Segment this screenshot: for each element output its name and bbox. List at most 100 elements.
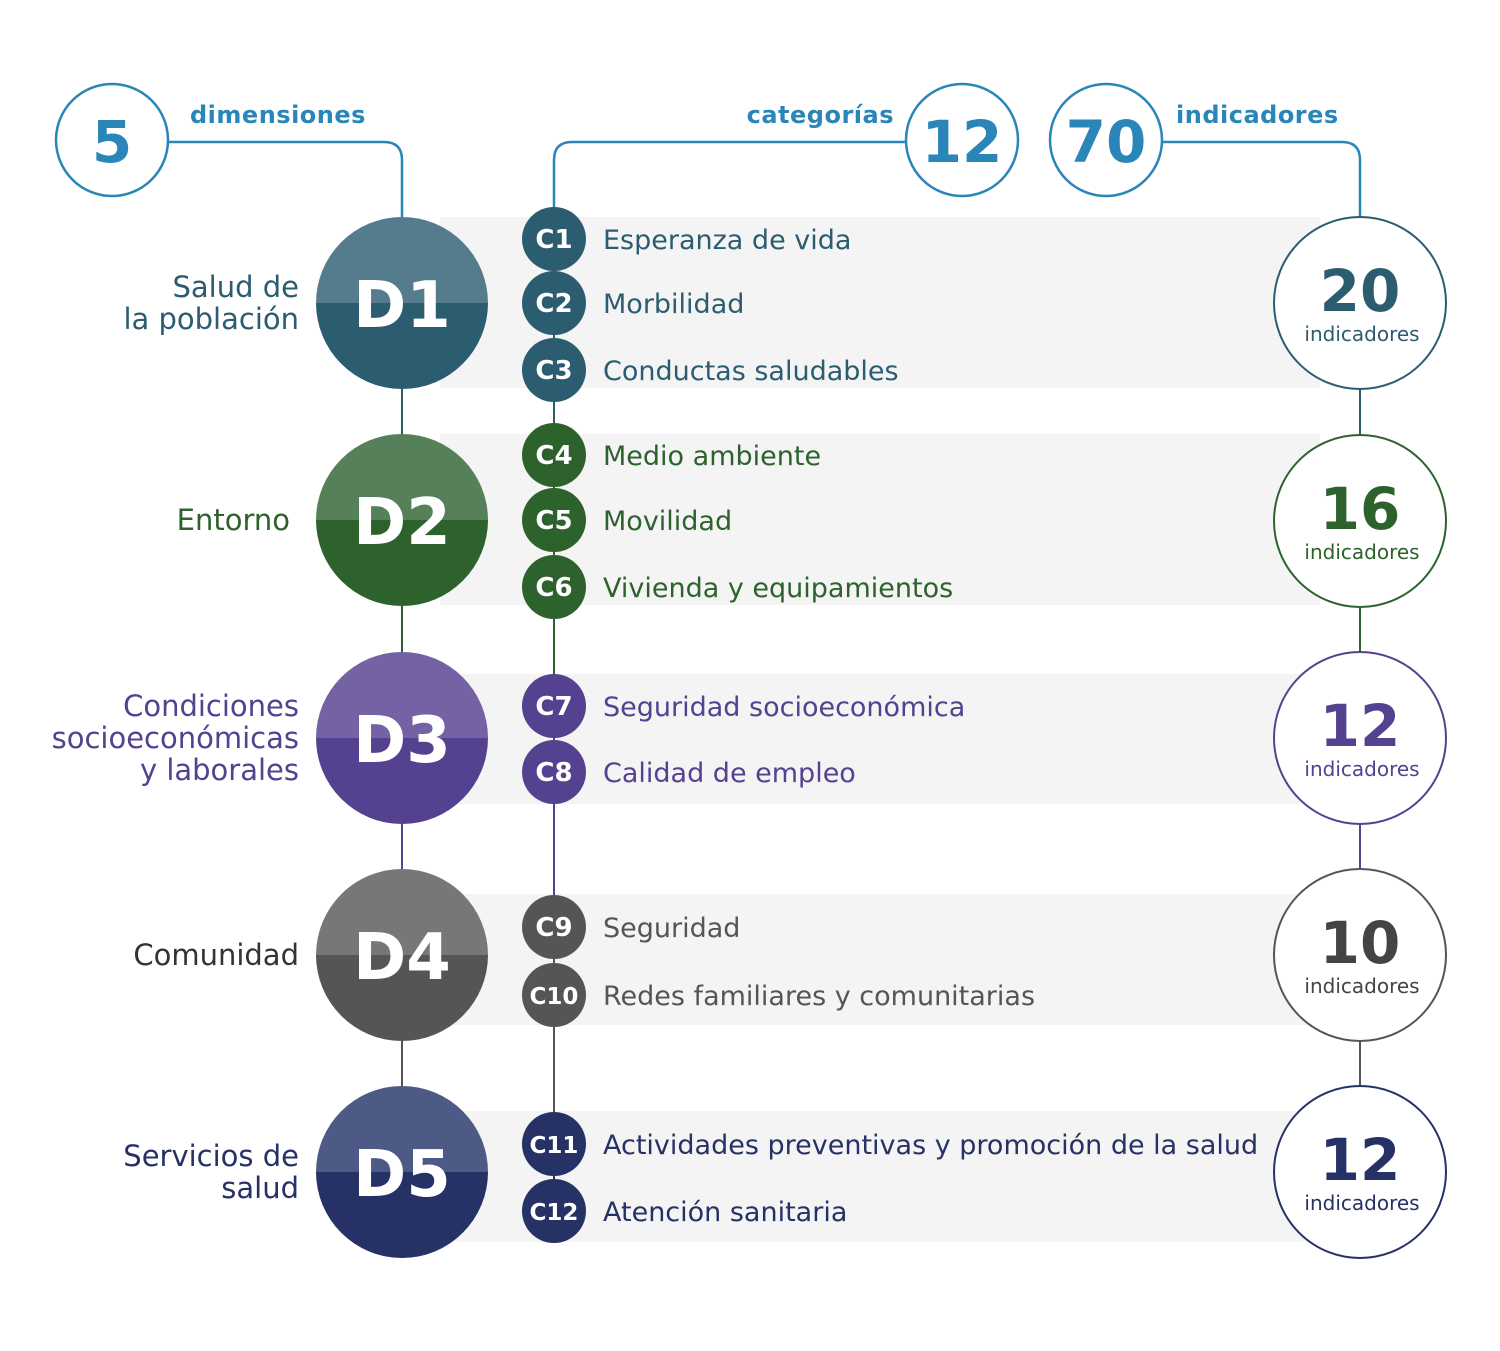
dimension-band-1: [440, 217, 1320, 388]
category-label: Redes familiares y comunitarias: [603, 981, 1035, 1012]
category-c3: C3 Conductas saludables: [522, 338, 899, 402]
category-code: C5: [535, 506, 572, 536]
indicator-circle: [1273, 1085, 1447, 1259]
dimensions-total-label: dimensiones: [190, 101, 366, 129]
category-circle: [522, 488, 586, 552]
category-c1: C1 Esperanza de vida: [522, 207, 851, 271]
indicator-circle: [1273, 216, 1447, 390]
category-label: Vivienda y equipamientos: [603, 573, 953, 604]
category-code: C6: [535, 573, 572, 603]
category-c9: C9 Seguridad: [522, 895, 740, 959]
dimension-band-4: [440, 894, 1320, 1025]
category-circle: [522, 963, 586, 1027]
categories-total: 12 categorías: [747, 82, 1020, 198]
category-circle: [522, 740, 586, 804]
category-circle: [522, 423, 586, 487]
category-c10: C10 Redes familiares y comunitarias: [522, 963, 1035, 1027]
category-label: Morbilidad: [603, 289, 744, 320]
category-label: Seguridad: [603, 913, 740, 944]
dimensions-total: 5 dimensiones: [54, 82, 366, 198]
dimension-code: D2: [353, 486, 451, 560]
category-label: Actividades preventivas y promoción de l…: [603, 1130, 1258, 1161]
category-code: C1: [535, 225, 572, 255]
category-label: Esperanza de vida: [603, 225, 851, 256]
dimension-name: Condiciones: [123, 689, 299, 723]
dimension-circle: [316, 217, 488, 389]
category-circle: [522, 674, 586, 738]
categories-connector: [552, 140, 906, 207]
dimension-name: Salud de: [173, 270, 300, 304]
category-c8: C8 Calidad de empleo: [522, 740, 856, 804]
category-code: C4: [535, 441, 572, 471]
dimension-band-2: [440, 434, 1320, 605]
categories-total-label: categorías: [747, 101, 894, 129]
dimension-name: la población: [123, 302, 299, 336]
indicator-word: indicadores: [1304, 540, 1419, 564]
category-code: C9: [535, 913, 572, 943]
dimensions-total-count: 5: [92, 108, 132, 176]
category-circle: [522, 895, 586, 959]
category-code: C8: [535, 758, 572, 788]
category-label: Calidad de empleo: [603, 758, 856, 789]
category-code: C3: [535, 356, 572, 386]
category-circle: [522, 338, 586, 402]
indicator-number: 12: [1320, 692, 1401, 760]
dimension-name: y laborales: [140, 753, 299, 787]
category-circle: [522, 555, 586, 619]
category-c5: C5 Movilidad: [522, 488, 732, 552]
indicator-word: indicadores: [1304, 322, 1419, 346]
indicator-number: 10: [1320, 909, 1401, 977]
dimension-circle: [316, 1086, 488, 1258]
dimension-circle: [316, 434, 488, 606]
dimension-name: Comunidad: [133, 938, 299, 972]
category-label: Movilidad: [603, 506, 732, 537]
categories-total-count: 12: [922, 108, 1003, 176]
indicator-word: indicadores: [1304, 757, 1419, 781]
category-circle: [522, 271, 586, 335]
dimension-name: Servicios de: [123, 1139, 299, 1173]
dimension-circle: [316, 869, 488, 1041]
dimension-name: socioeconómicas: [52, 721, 299, 755]
dimension-band-5: [440, 1111, 1320, 1242]
indicator-circle: [1273, 868, 1447, 1042]
indicator-number: 20: [1320, 257, 1401, 325]
category-label: Atención sanitaria: [603, 1197, 847, 1228]
dimensions-connector: [168, 140, 404, 217]
category-circle: [522, 1112, 586, 1176]
category-label: Seguridad socioeconómica: [603, 692, 965, 723]
indicators-total-label: indicadores: [1176, 101, 1339, 129]
category-code: C10: [530, 984, 579, 1010]
category-c4: C4 Medio ambiente: [522, 423, 821, 487]
dimension-band-3: [440, 674, 1320, 804]
category-c6: C6 Vivienda y equipamientos: [522, 555, 953, 619]
category-circle: [522, 207, 586, 271]
dimension-code: D1: [353, 269, 451, 343]
dimension-name: Entorno: [177, 503, 290, 537]
category-code: C2: [535, 289, 572, 319]
indicator-number: 12: [1320, 1126, 1401, 1194]
category-label: Medio ambiente: [603, 441, 821, 472]
category-label: Conductas saludables: [603, 356, 899, 387]
dimension-code: D3: [353, 704, 451, 778]
dimension-name: salud: [221, 1171, 299, 1205]
dimension-code: D5: [353, 1138, 451, 1212]
dimension-code: D4: [353, 921, 451, 995]
category-circle: [522, 1179, 586, 1243]
category-c12: C12 Atención sanitaria: [522, 1179, 847, 1243]
indicator-word: indicadores: [1304, 974, 1419, 998]
category-code: C12: [530, 1200, 579, 1226]
indicators-total-count: 70: [1066, 108, 1147, 176]
